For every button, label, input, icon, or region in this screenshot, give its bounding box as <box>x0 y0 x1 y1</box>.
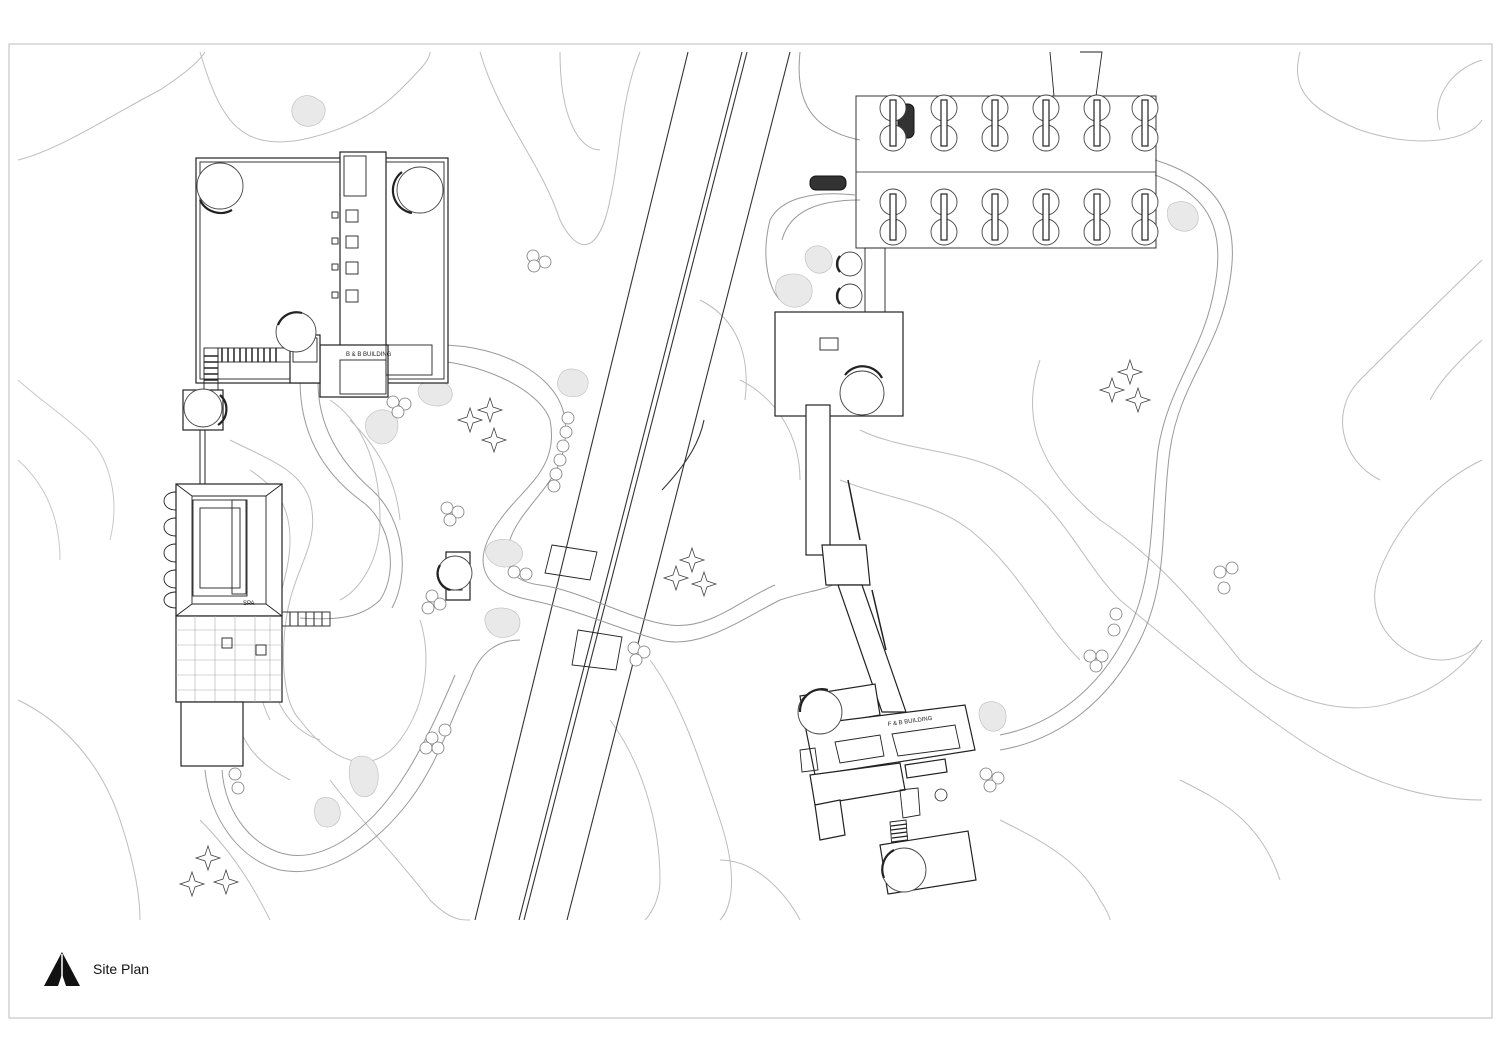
north-arrow-icon <box>44 952 80 986</box>
parking-lot <box>809 51 1157 325</box>
west-spa-building: SPA <box>163 483 331 767</box>
shrub-patches <box>291 95 1199 828</box>
parking-trees <box>879 94 1159 246</box>
contour-lines <box>17 51 1483 921</box>
sheet-border <box>8 43 1493 1019</box>
east-fb-building: F & B BUILDING <box>799 683 977 895</box>
drawing-title: Site Plan <box>93 961 150 977</box>
east-reception-building <box>774 311 907 713</box>
palm-trees <box>178 358 1152 898</box>
large-trees <box>183 162 927 893</box>
small-tree-clusters <box>228 249 1239 795</box>
spa-label: SPA <box>243 601 255 607</box>
main-road <box>474 51 791 921</box>
bb-building-west-label: B & B BUILDING <box>346 352 392 358</box>
